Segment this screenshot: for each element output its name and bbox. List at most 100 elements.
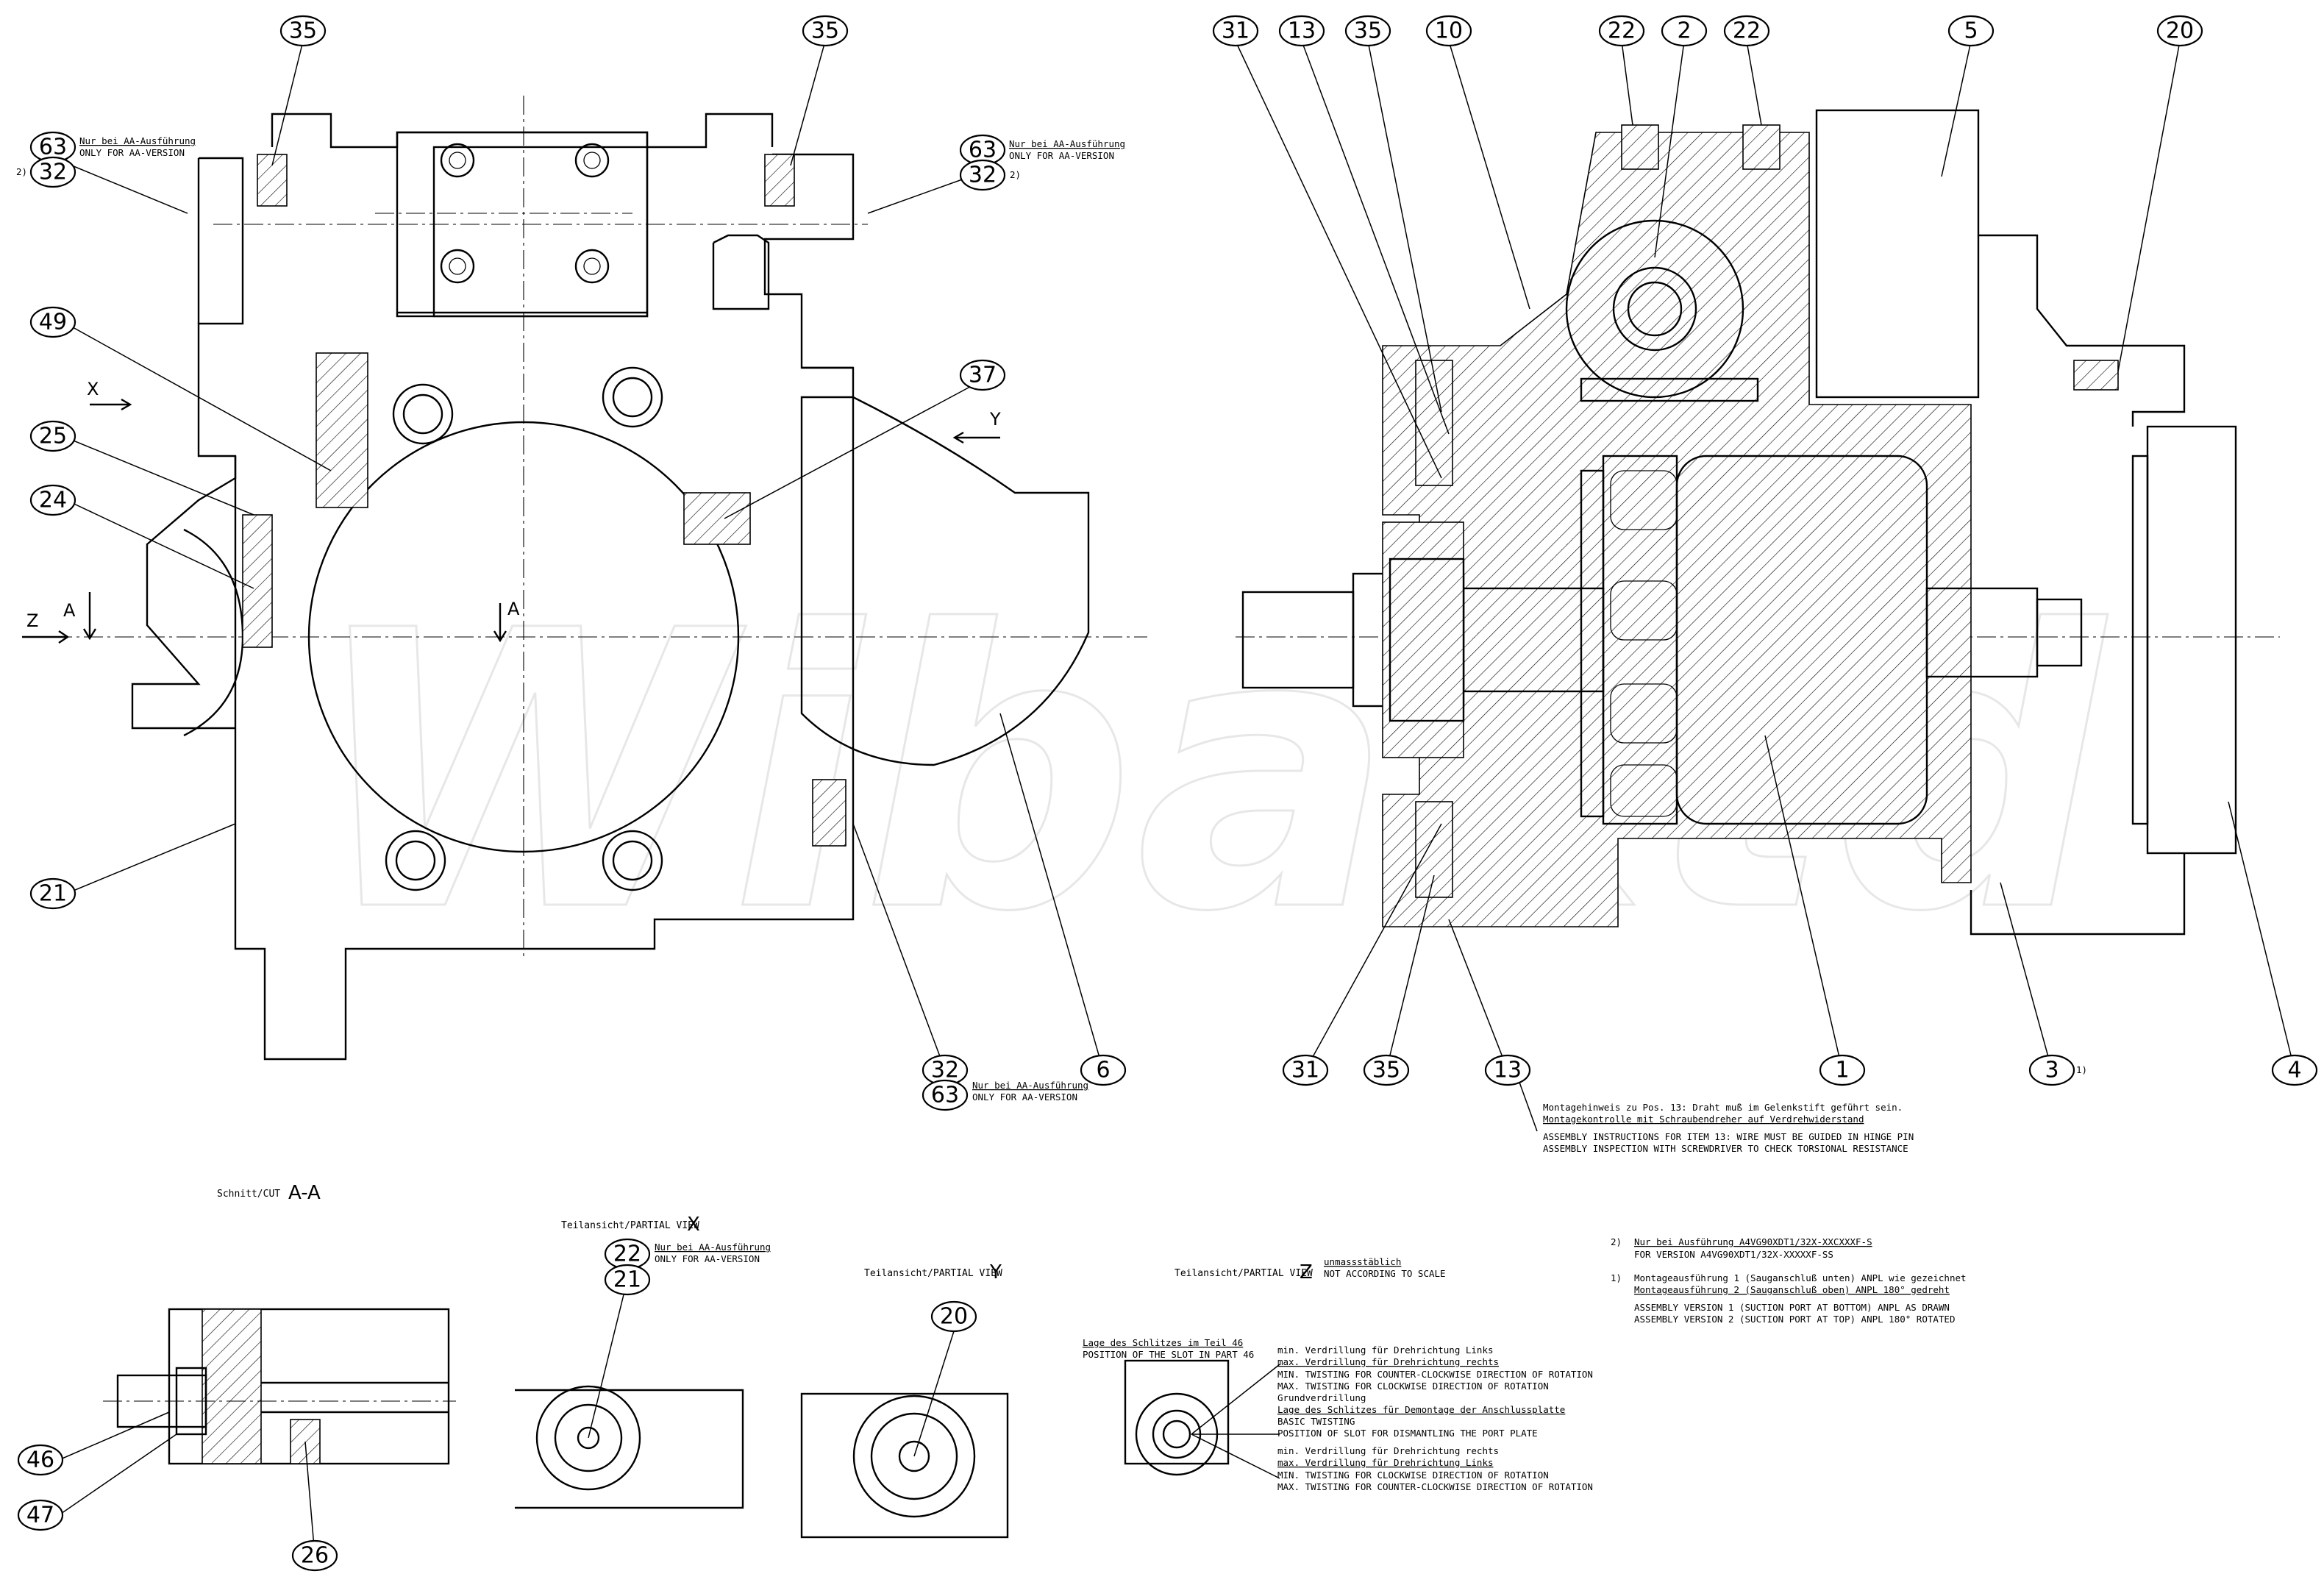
balloon-22: 22 <box>1598 15 1645 47</box>
svg-text:MIN. TWISTING FOR COUNTER-CLOC: MIN. TWISTING FOR COUNTER-CLOCKWISE DIRE… <box>1277 1369 1593 1380</box>
footnote-mark: 1) <box>2076 1064 2087 1075</box>
partial-view-x-label: Teilansicht/PARTIAL VIEW <box>561 1220 699 1231</box>
svg-text:BASIC TWISTING: BASIC TWISTING <box>1277 1416 1355 1427</box>
balloon-35: 35 <box>1344 15 1391 47</box>
section-view <box>1236 109 2280 936</box>
svg-text:max. Verdrillung für Drehricht: max. Verdrillung für Drehrichtung Links <box>1277 1457 1494 1468</box>
svg-text:Montageausführung 1 (Saugansch: Montageausführung 1 (Sauganschluß unten)… <box>1634 1272 1967 1283</box>
footnote-mark: 2) <box>1010 169 1021 180</box>
svg-text:min. Verdrillung für Drehricht: min. Verdrillung für Drehrichtung rechts <box>1277 1445 1499 1456</box>
svg-text:3: 3 <box>2045 1058 2059 1083</box>
svg-text:35: 35 <box>811 18 839 44</box>
svg-text:ONLY FOR AA-VERSION: ONLY FOR AA-VERSION <box>972 1091 1077 1103</box>
balloon-46: 46 <box>17 1444 64 1476</box>
balloon-35: 35 <box>279 15 327 47</box>
svg-text:MAX. TWISTING FOR CLOCKWISE DI: MAX. TWISTING FOR CLOCKWISE DIRECTION OF… <box>1277 1381 1549 1392</box>
svg-text:32: 32 <box>39 160 67 185</box>
svg-text:37: 37 <box>969 363 997 388</box>
balloon-32: 32 <box>959 159 1006 191</box>
balloon-6: 6 <box>1080 1054 1127 1086</box>
aa-note-top-left: Nur bei AA-Ausführung ONLY FOR AA-VERSIO… <box>79 135 196 158</box>
svg-text:13: 13 <box>1288 18 1316 44</box>
svg-text:22: 22 <box>1733 18 1761 44</box>
svg-text:21: 21 <box>613 1267 641 1293</box>
mark-y: Y <box>989 409 1001 430</box>
balloon-3: 3 <box>2028 1054 2075 1086</box>
svg-text:1): 1) <box>1611 1272 1622 1283</box>
svg-text:FOR VERSION A4VG90XDT1/32X-XXX: FOR VERSION A4VG90XDT1/32X-XXXXXF-SS <box>1634 1249 1833 1260</box>
balloon-63: 63 <box>959 134 1006 166</box>
detail-partial-y <box>800 1392 1009 1539</box>
svg-text:31: 31 <box>1222 18 1250 44</box>
mark-z: Z <box>26 610 38 631</box>
svg-text:31: 31 <box>1291 1058 1319 1083</box>
svg-text:Lage des Schlitzes im Teil 46: Lage des Schlitzes im Teil 46 <box>1083 1337 1243 1348</box>
balloon-21: 21 <box>604 1264 651 1296</box>
balloon-63: 63 <box>922 1079 969 1111</box>
balloon-32: 32 <box>29 156 76 188</box>
svg-text:min. Verdrillung für Drehricht: min. Verdrillung für Drehrichtung Links <box>1277 1344 1494 1356</box>
balloon-37: 37 <box>959 359 1006 391</box>
svg-text:Nur bei AA-Ausführung: Nur bei AA-Ausführung <box>655 1242 771 1253</box>
svg-text:Grundverdrillung: Grundverdrillung <box>1277 1392 1366 1403</box>
mark-a-mid: A <box>507 599 520 619</box>
balloon-35: 35 <box>1363 1054 1410 1086</box>
svg-text:Montageausführung 2 (Saugansch: Montageausführung 2 (Sauganschluß oben) … <box>1634 1284 1950 1295</box>
flange-bolts <box>385 366 663 891</box>
balloon-63: 63 <box>29 131 76 163</box>
cut-label: Schnitt/CUT <box>217 1189 280 1200</box>
leader-lines <box>58 40 2295 1556</box>
balloon-21: 21 <box>29 877 76 910</box>
svg-text:35: 35 <box>1372 1058 1400 1083</box>
footnote-1: 1) Montageausführung 1 (Sauganschluß unt… <box>1611 1272 1967 1325</box>
svg-text:63: 63 <box>39 135 67 160</box>
svg-text:max. Verdrillung für Drehricht: max. Verdrillung für Drehrichtung rechts <box>1277 1356 1499 1367</box>
svg-text:2: 2 <box>1677 18 1691 44</box>
svg-text:POSITION OF THE SLOT IN PART 4: POSITION OF THE SLOT IN PART 46 <box>1083 1349 1254 1360</box>
balloon-10: 10 <box>1425 15 1472 47</box>
svg-text:ASSEMBLY VERSION 2 (SUCTION PO: ASSEMBLY VERSION 2 (SUCTION PORT AT TOP)… <box>1634 1314 1956 1325</box>
slot-position-notes: Lage des Schlitzes im Teil 46 POSITION O… <box>1083 1337 1593 1492</box>
svg-text:20: 20 <box>940 1304 968 1330</box>
balloon-4: 4 <box>2271 1054 2318 1086</box>
balloon-35: 35 <box>802 15 849 47</box>
scale-note-en: NOT ACCORDING TO SCALE <box>1324 1268 1446 1279</box>
svg-text:20: 20 <box>2166 18 2194 44</box>
balloon-25: 25 <box>29 420 76 452</box>
svg-text:46: 46 <box>26 1447 54 1473</box>
balloon-31: 31 <box>1212 15 1259 47</box>
balloon-49: 49 <box>29 306 76 338</box>
svg-text:POSITION OF SLOT FOR DISMANTLI: POSITION OF SLOT FOR DISMANTLING THE POR… <box>1277 1428 1538 1439</box>
svg-text:1: 1 <box>1835 1058 1849 1083</box>
cut-id: A-A <box>288 1182 321 1204</box>
svg-text:63: 63 <box>969 138 997 163</box>
svg-text:Nur bei AA-Ausführung: Nur bei AA-Ausführung <box>972 1080 1088 1091</box>
assembly-instructions: Montagehinweis zu Pos. 13: Draht muß im … <box>1543 1102 1914 1154</box>
balloon-20: 20 <box>930 1300 977 1333</box>
svg-text:63: 63 <box>931 1083 959 1108</box>
svg-text:ONLY FOR AA-VERSION: ONLY FOR AA-VERSION <box>655 1253 760 1264</box>
balloon-5: 5 <box>1947 15 1995 47</box>
balloon-20: 20 <box>2156 15 2203 47</box>
svg-text:13: 13 <box>1494 1058 1522 1083</box>
svg-text:ASSEMBLY VERSION 1 (SUCTION PO: ASSEMBLY VERSION 1 (SUCTION PORT AT BOTT… <box>1634 1302 1950 1313</box>
footnote-mark: 2) <box>16 166 27 177</box>
balloon-47: 47 <box>17 1499 64 1531</box>
detail-partial-x <box>515 1385 744 1509</box>
svg-text:22: 22 <box>1608 18 1636 44</box>
top-block-bolts <box>440 143 610 284</box>
partial-view-z-id: Z <box>1300 1261 1313 1283</box>
svg-text:MIN. TWISTING FOR CLOCKWISE DI: MIN. TWISTING FOR CLOCKWISE DIRECTION OF… <box>1277 1470 1549 1481</box>
balloons: 35 35 63 32 49 25 24 21 63 32 37 32 63 6… <box>17 15 2318 1572</box>
aa-note-bottom: Nur bei AA-Ausführung ONLY FOR AA-VERSIO… <box>972 1080 1088 1103</box>
svg-text:32: 32 <box>969 163 997 188</box>
mark-a-left: A <box>63 600 76 621</box>
svg-text:4: 4 <box>2287 1058 2301 1083</box>
detail-partial-z <box>1124 1359 1280 1479</box>
svg-text:35: 35 <box>1354 18 1382 44</box>
balloon-2: 2 <box>1661 15 1708 47</box>
svg-text:22: 22 <box>613 1242 641 1267</box>
aa-note-x: Nur bei AA-Ausführung ONLY FOR AA-VERSIO… <box>655 1242 771 1264</box>
footnote-2: 2) Nur bei Ausführung A4VG90XDT1/32X-XXC… <box>1611 1236 1872 1260</box>
svg-text:MAX. TWISTING FOR COUNTER-CLOC: MAX. TWISTING FOR COUNTER-CLOCKWISE DIRE… <box>1277 1481 1593 1492</box>
